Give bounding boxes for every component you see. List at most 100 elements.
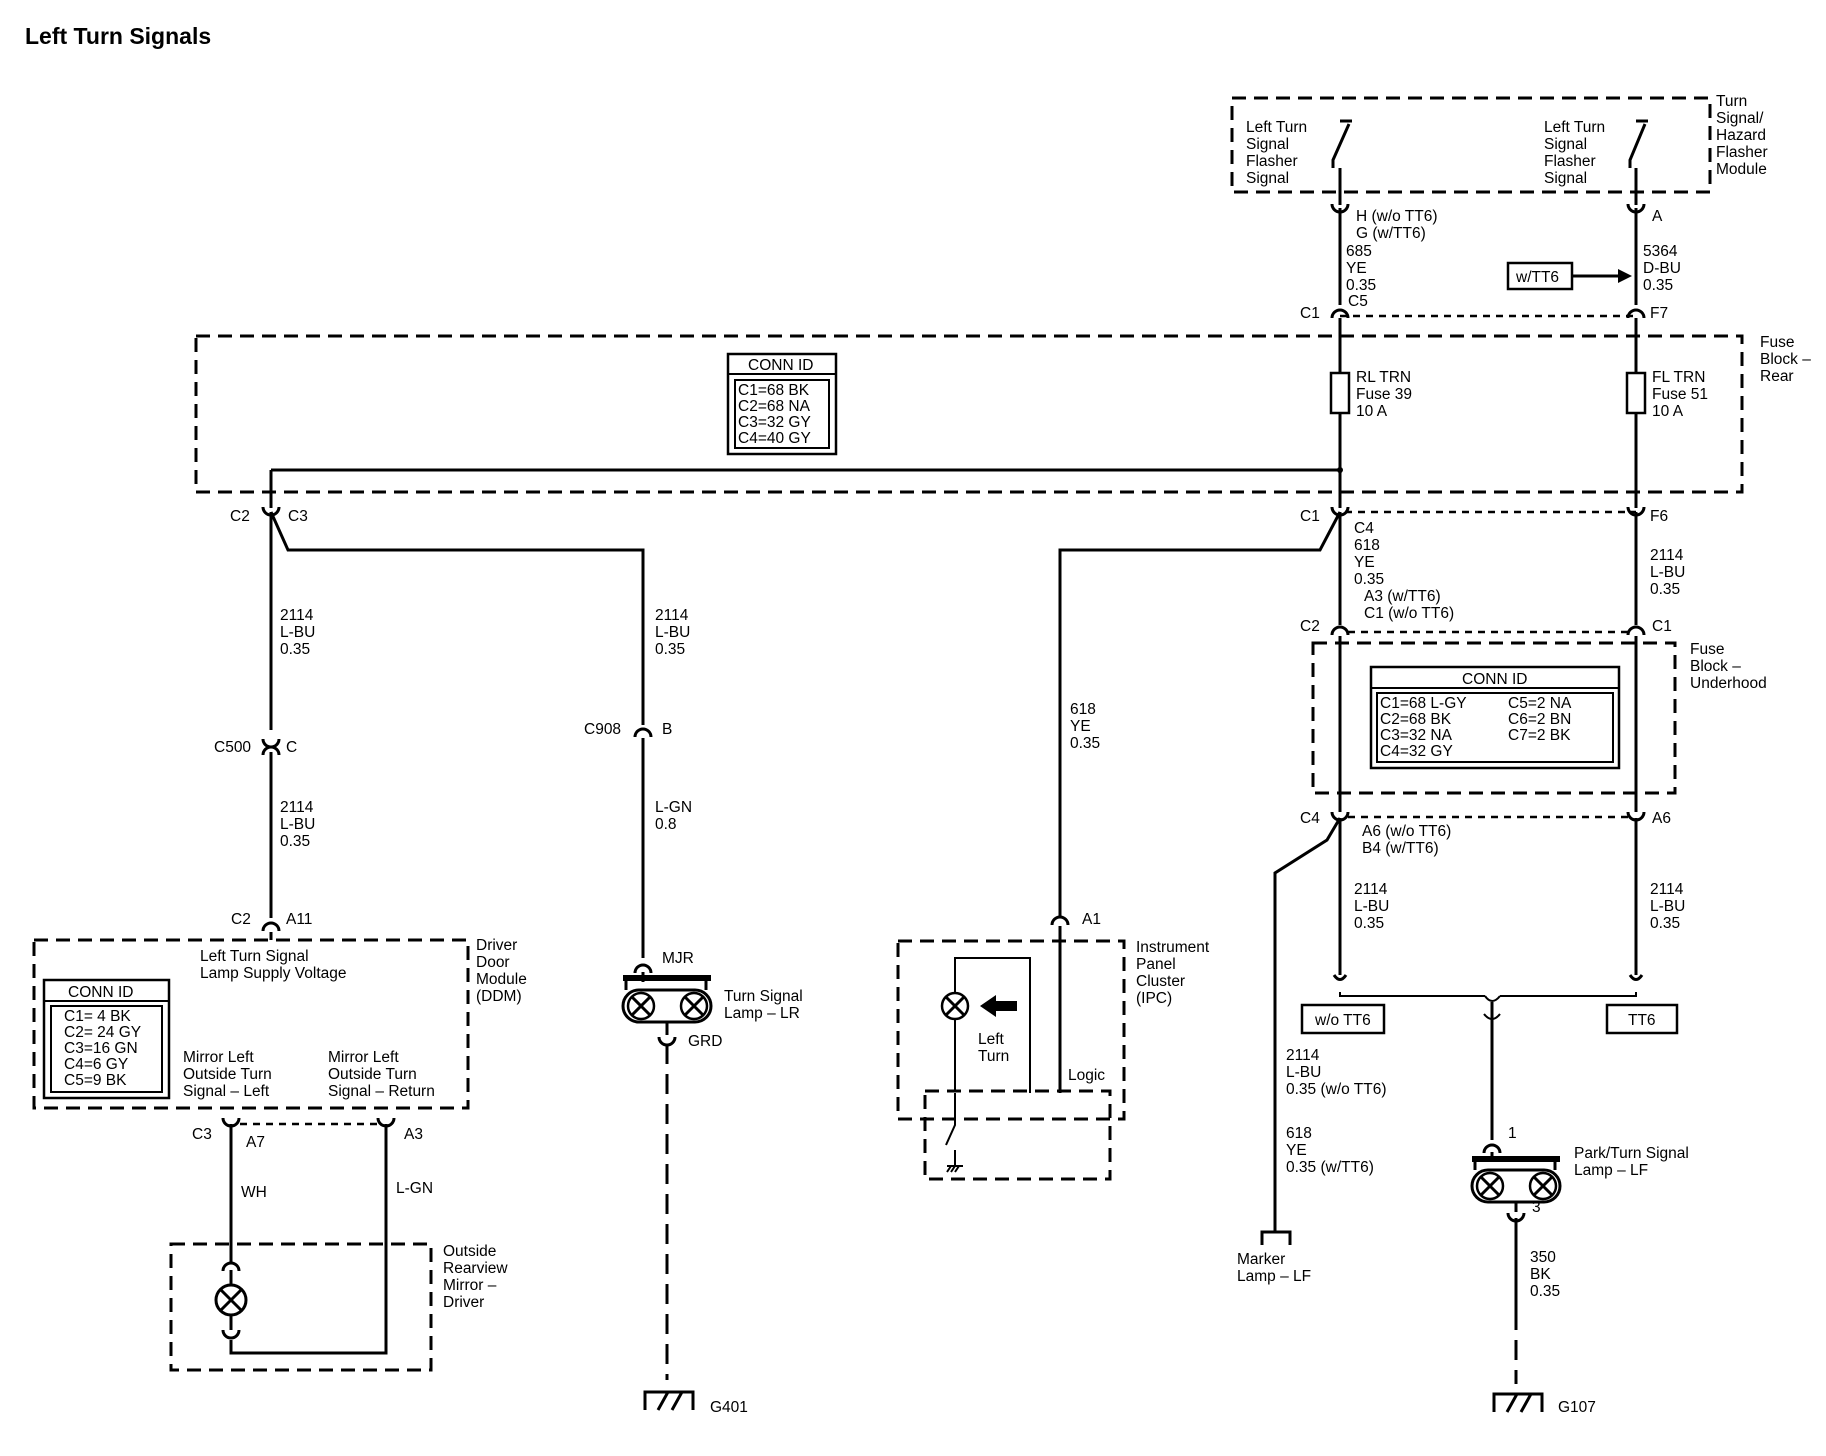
fbr-c4-bot: C4 bbox=[1354, 520, 1374, 537]
wire-685-gauge: 0.35 bbox=[1346, 277, 1376, 294]
wire-618-ipc-color: YE bbox=[1070, 718, 1091, 735]
c908-pin: B bbox=[662, 721, 672, 738]
fbu-a6-left-2: B4 (w/TT6) bbox=[1362, 840, 1439, 857]
fuse51-id: Fuse 51 bbox=[1652, 386, 1708, 403]
wire-5364-color: D-BU bbox=[1643, 260, 1681, 277]
fbr-conn-title: CONN ID bbox=[748, 357, 813, 374]
fbu-label-3: Underhood bbox=[1690, 675, 1767, 692]
ground-g107-label: G107 bbox=[1558, 1399, 1596, 1416]
wire-618-a-pin1: A3 (w/TT6) bbox=[1364, 588, 1441, 605]
lamp-lr-label-2: Lamp – LR bbox=[724, 1005, 800, 1022]
ipc-label-1: Instrument bbox=[1136, 939, 1210, 956]
park-lamp-label-1: Park/Turn Signal bbox=[1574, 1145, 1689, 1162]
wire-5364-gauge: 0.35 bbox=[1643, 277, 1673, 294]
page-title: Left Turn Signals bbox=[25, 23, 211, 49]
fbu-c2-top: C2 bbox=[1300, 618, 1320, 635]
ddm-conn-c4: C4=6 GY bbox=[64, 1056, 128, 1073]
ddm-a7: A7 bbox=[246, 1134, 265, 1151]
flasher-label-3: Hazard bbox=[1716, 127, 1766, 144]
wire-618-a-gauge: 0.35 bbox=[1354, 571, 1384, 588]
ddm-mirror-return-2: Outside Turn bbox=[328, 1066, 417, 1083]
ddm-c2: C2 bbox=[231, 911, 251, 928]
left-switch-label-2: Signal bbox=[1246, 136, 1289, 153]
wire-lgn-08-color: L-GN bbox=[655, 799, 692, 816]
fbu-conn-c2: C2=68 BK bbox=[1380, 711, 1452, 728]
fbr-label-2: Block – bbox=[1760, 351, 1811, 368]
mirror-label-2: Rearview bbox=[443, 1260, 508, 1277]
right-switch-label-3: Flasher bbox=[1544, 153, 1596, 170]
fbr-c5-top: C5 bbox=[1348, 293, 1368, 310]
wire-2114-mid-gauge: 0.35 bbox=[655, 641, 685, 658]
fbr-c2-bot: C2 bbox=[230, 508, 250, 525]
fbr-label-1: Fuse bbox=[1760, 334, 1794, 351]
ddm-conn-c2: C2= 24 GY bbox=[64, 1024, 141, 1041]
mirror-label-1: Outside bbox=[443, 1243, 496, 1260]
c500-pin: C bbox=[286, 739, 297, 756]
fbu-conn-c6: C6=2 BN bbox=[1508, 711, 1571, 728]
ddm-conn-title: CONN ID bbox=[68, 984, 133, 1001]
wire-2114-mid-num: 2114 bbox=[655, 607, 689, 624]
fbr-c1-top: C1 bbox=[1300, 305, 1320, 322]
fbr-f6-bot: F6 bbox=[1650, 508, 1668, 525]
wire-685-num: 685 bbox=[1346, 243, 1372, 260]
ipc-label-2: Panel bbox=[1136, 956, 1176, 973]
wire-350-color: BK bbox=[1530, 1266, 1551, 1283]
fuse-block-underhood: C2 C1 CONN ID C1=68 L-GY C2=68 BK C3=32 … bbox=[1300, 618, 1767, 857]
pin-a-label: A bbox=[1652, 208, 1663, 225]
wire-2114-uh-left-gauge: 0.35 bbox=[1354, 915, 1384, 932]
marker-wire-alt-num: 618 bbox=[1286, 1125, 1312, 1142]
fuse-block-rear: C1 C5 F7 RL TRN Fuse 39 10 A FL TRN Fuse… bbox=[194, 293, 1811, 537]
marker-lamp-label-2: Lamp – LF bbox=[1237, 1268, 1311, 1285]
ddm-mirror-left-2: Outside Turn bbox=[183, 1066, 272, 1083]
flasher-label-4: Flasher bbox=[1716, 144, 1768, 161]
wire-2114-left-b-gauge: 0.35 bbox=[280, 833, 310, 850]
lamp-lr-label-1: Turn Signal bbox=[724, 988, 803, 1005]
fbr-conn-c4: C4=40 GY bbox=[738, 430, 811, 447]
fuse39-name: RL TRN bbox=[1356, 369, 1411, 386]
wire-618-ipc-num: 618 bbox=[1070, 701, 1096, 718]
marker-wire-alt-gauge: 0.35 (w/TT6) bbox=[1286, 1159, 1374, 1176]
right-switch-label-4: Signal bbox=[1544, 170, 1587, 187]
flasher-label-5: Module bbox=[1716, 161, 1767, 178]
park-turn-lamp-lf: 1 3 Park/Turn Signal Lamp – LF bbox=[1470, 1125, 1689, 1223]
flasher-module: Left Turn Signal Flasher Signal Left Tur… bbox=[1230, 93, 1768, 214]
fbu-a6-right: A6 bbox=[1652, 810, 1671, 827]
wire-618-ipc-gauge: 0.35 bbox=[1070, 735, 1100, 752]
ipc-left-turn-1: Left bbox=[978, 1031, 1005, 1048]
marker-wire-alt-color: YE bbox=[1286, 1142, 1307, 1159]
fbr-c3-bot: C3 bbox=[288, 508, 308, 525]
fbu-c1-top: C1 bbox=[1652, 618, 1672, 635]
wire-618-a-pin2: C1 (w/o TT6) bbox=[1364, 605, 1454, 622]
wire-2114-uh-right-num: 2114 bbox=[1650, 881, 1684, 898]
ddm-mirror-left-1: Mirror Left bbox=[183, 1049, 254, 1066]
pin-h-label: H (w/o TT6) bbox=[1356, 208, 1438, 225]
lamp-lr-grd: GRD bbox=[688, 1033, 722, 1050]
wire-350-gauge: 0.35 bbox=[1530, 1283, 1560, 1300]
fbu-c4-bot: C4 bbox=[1300, 810, 1320, 827]
ddm-supply-1: Left Turn Signal bbox=[200, 948, 309, 965]
turn-signal-lamp-lr: MJR GRD Turn Signal Lamp – LR bbox=[621, 950, 803, 1050]
c908-label: C908 bbox=[584, 721, 621, 738]
fbu-label-2: Block – bbox=[1690, 658, 1741, 675]
ddm-conn-c1: C1= 4 BK bbox=[64, 1008, 131, 1025]
marker-lamp-label-1: Marker bbox=[1237, 1251, 1285, 1268]
ddm-conn-c5: C5=9 BK bbox=[64, 1072, 127, 1089]
flasher-label-1: Turn bbox=[1716, 93, 1747, 110]
ddm-mirror-return-3: Signal – Return bbox=[328, 1083, 435, 1100]
wire-618-a-color: YE bbox=[1354, 554, 1375, 571]
fbr-conn-c2: C2=68 NA bbox=[738, 398, 811, 415]
right-switch-label-1: Left Turn bbox=[1544, 119, 1605, 136]
fbu-conn-c7: C7=2 BK bbox=[1508, 727, 1571, 744]
wire-2114-left-a-num: 2114 bbox=[280, 607, 314, 624]
wire-2114-uh-right-gauge: 0.35 bbox=[1650, 915, 1680, 932]
ddm-a11: A11 bbox=[286, 911, 312, 928]
wire-2114-f6-color: L-BU bbox=[1650, 564, 1685, 581]
wire-2114-uh-right-color: L-BU bbox=[1650, 898, 1685, 915]
fbu-conn-c5: C5=2 NA bbox=[1508, 695, 1572, 712]
wire-2114-uh-left-num: 2114 bbox=[1354, 881, 1388, 898]
lamp-lr-mjr: MJR bbox=[662, 950, 694, 967]
wire-2114-left-b-num: 2114 bbox=[280, 799, 314, 816]
instrument-panel-cluster: A1 Instrument Panel Cluster (IPC) Left T… bbox=[896, 911, 1210, 1181]
fbu-conn-c1: C1=68 L-GY bbox=[1380, 695, 1467, 712]
ddm-mirror-left-3: Signal – Left bbox=[183, 1083, 270, 1100]
